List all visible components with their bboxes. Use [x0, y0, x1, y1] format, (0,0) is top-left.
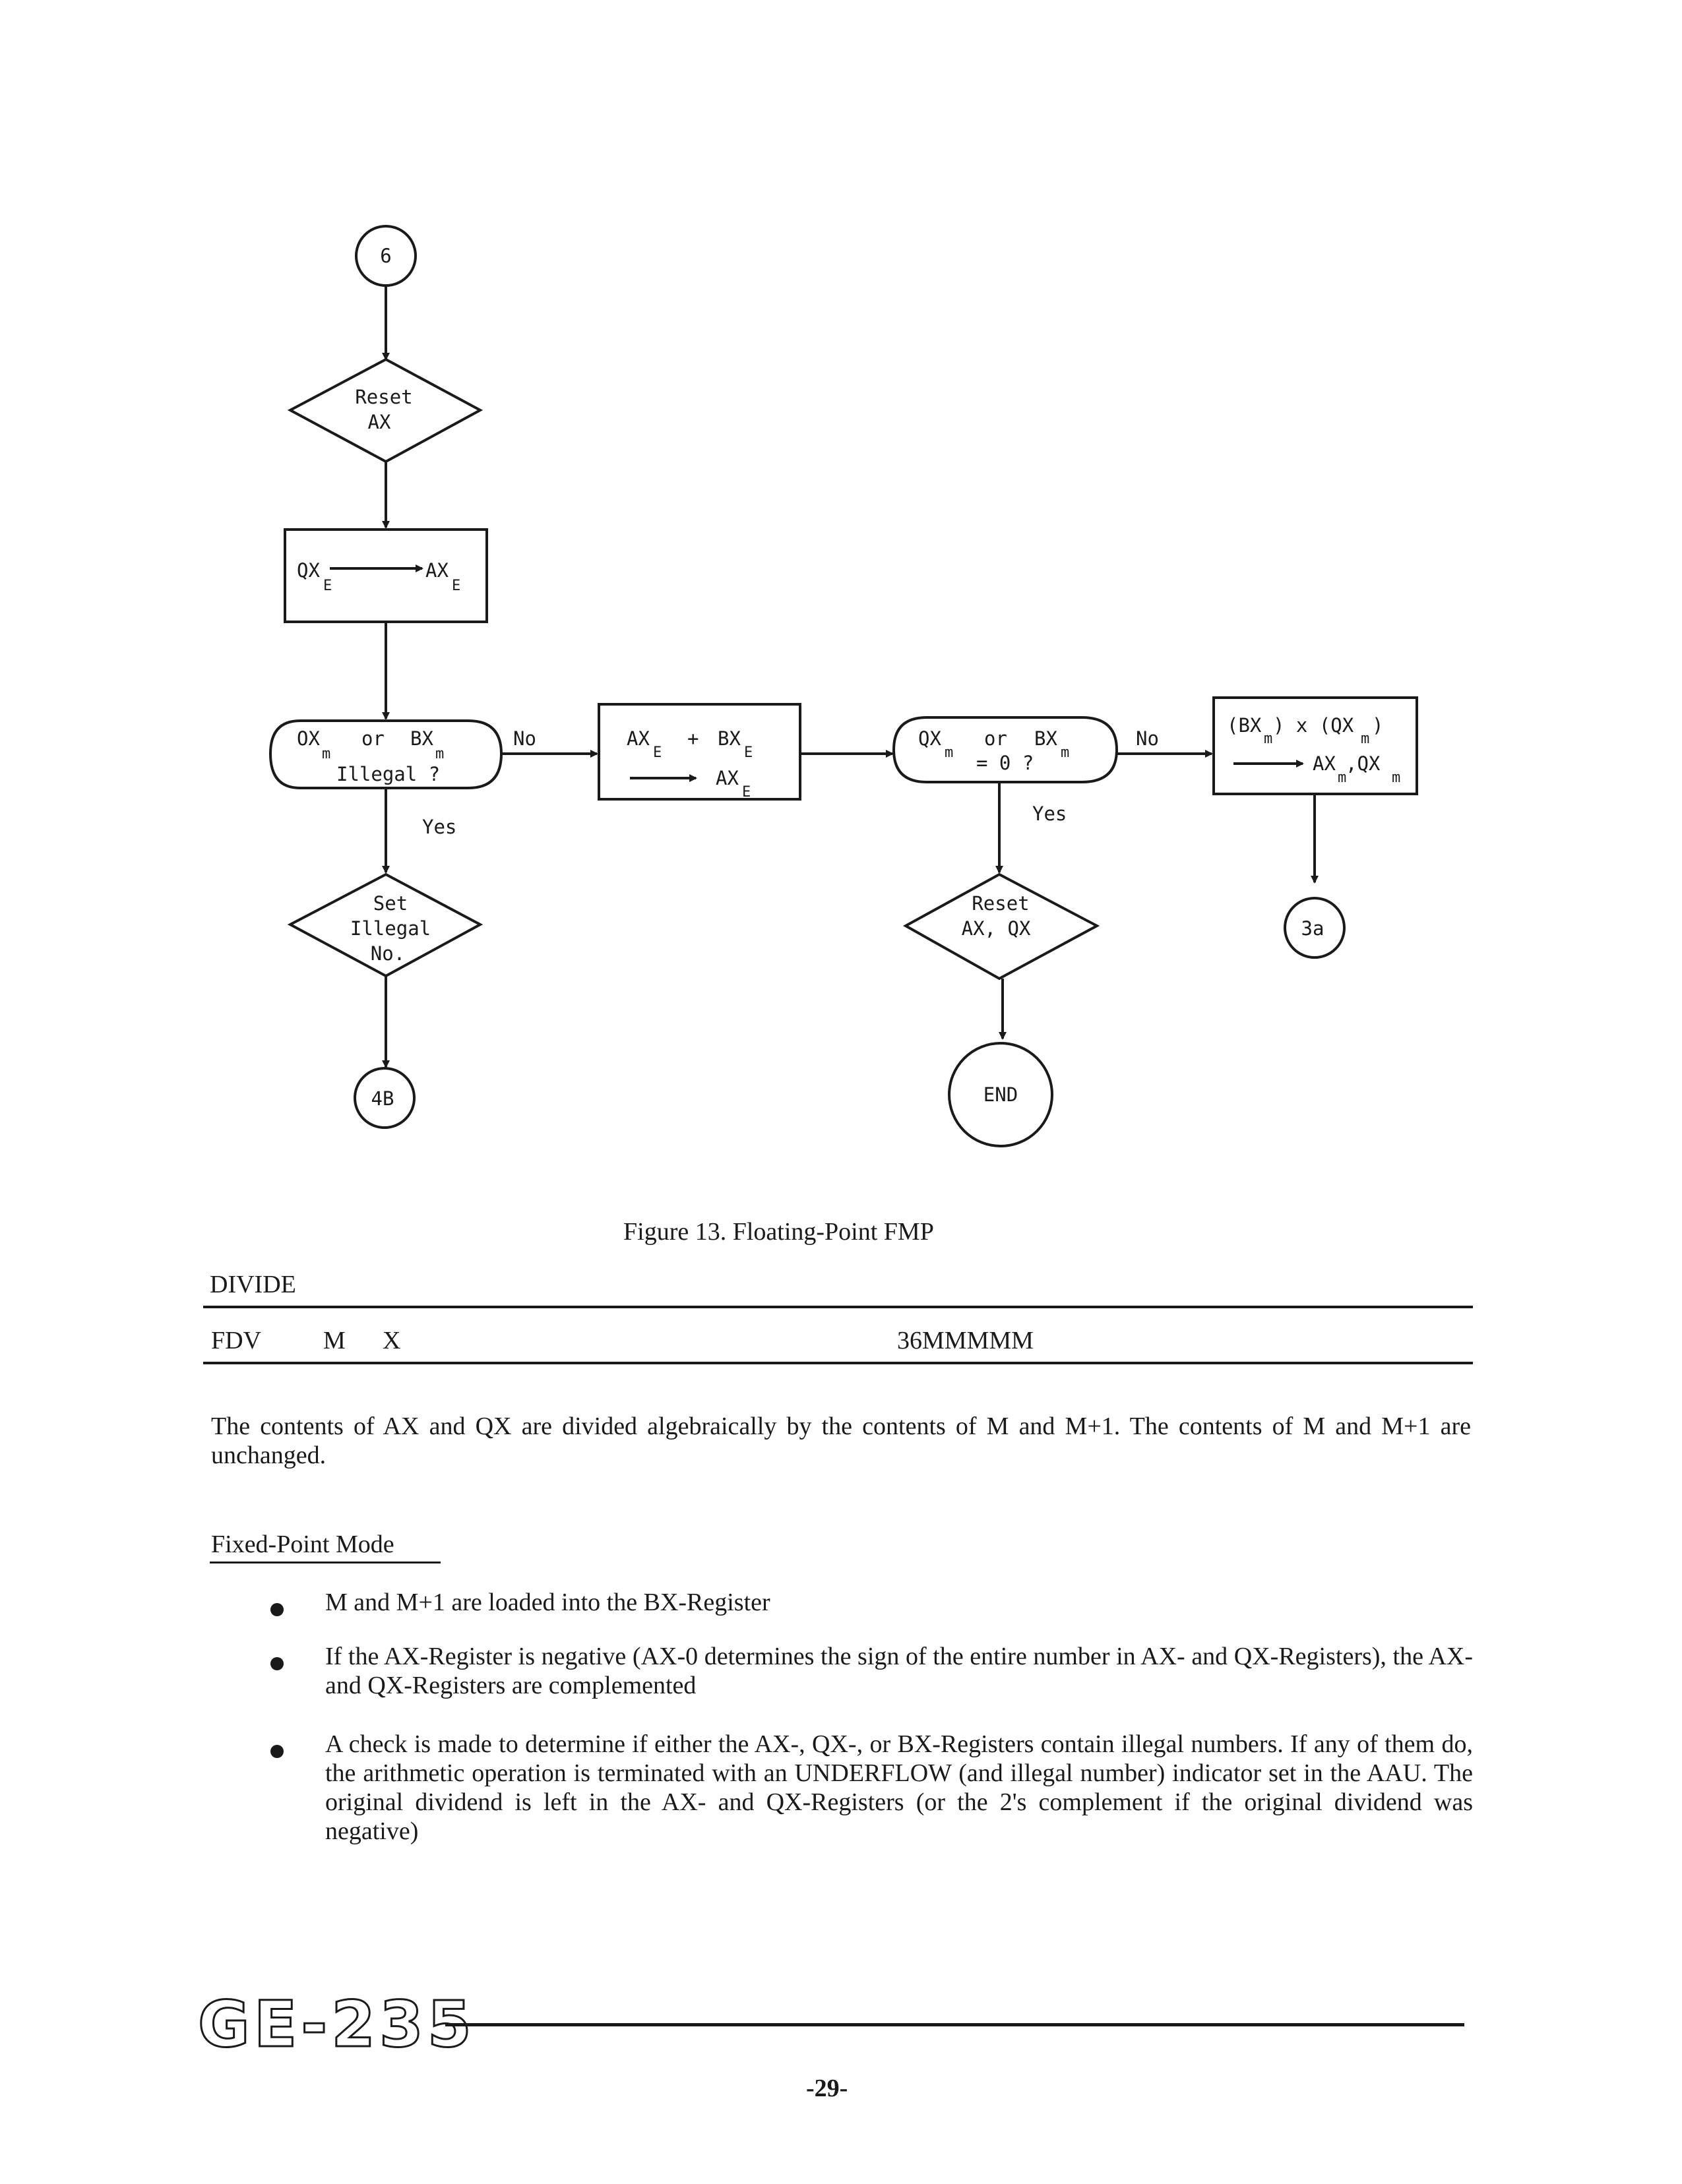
- footer-rule: [445, 2023, 1464, 2026]
- illegal-check-decision: [268, 719, 503, 789]
- illegal-check-bx-sub: m: [435, 746, 444, 762]
- exp-transfer-from: QX: [297, 559, 320, 582]
- bullet-dot-3: [270, 1745, 284, 1758]
- connector-4b-circle: [354, 1067, 416, 1129]
- zero-check-qx-sub: m: [945, 744, 953, 761]
- connector-3a-label: 3a: [1301, 917, 1324, 940]
- multiply-box: [1212, 696, 1418, 795]
- end-terminal-circle: [948, 1042, 1053, 1147]
- exp-transfer-to-sub: E: [452, 578, 460, 594]
- illegal-check-ox: OX: [297, 727, 320, 750]
- instruction-operand-x: X: [383, 1327, 401, 1354]
- reset-ax-line1: Reset: [355, 386, 412, 408]
- subsection-title: Fixed-Point Mode: [211, 1531, 394, 1558]
- zero-check-line2: = 0 ?: [976, 752, 1034, 774]
- reset-ax-qx-line2: AX, QX: [962, 917, 1031, 940]
- intro-paragraph: The contents of AX and QX are divided al…: [211, 1412, 1471, 1469]
- page-number: -29-: [806, 2075, 848, 2102]
- add-exp-result: AX: [716, 767, 739, 789]
- connector-6-label: 6: [380, 245, 391, 267]
- add-exp-b: BX: [718, 727, 741, 750]
- figure-caption: Figure 13. Floating-Point FMP: [623, 1218, 934, 1246]
- yes-label-2: Yes: [1032, 803, 1067, 825]
- set-illegal-line1: Set: [373, 892, 408, 915]
- zero-check-bx: BX: [1034, 727, 1057, 750]
- illegal-check-line2: Illegal ?: [336, 763, 440, 785]
- add-exponent-box: [598, 703, 801, 801]
- bullet-dot-2: [270, 1657, 284, 1670]
- bullet-dot-1: [270, 1603, 284, 1616]
- multiply-result-sub: m: [1338, 770, 1346, 786]
- end-label: END: [983, 1083, 1018, 1106]
- illegal-check-ox-sub: m: [322, 746, 330, 762]
- illegal-check-bx: BX: [410, 727, 433, 750]
- add-exp-a-sub: E: [653, 744, 662, 761]
- subsection-underline: [210, 1562, 441, 1563]
- flowchart-figure-13: 6 Reset AX QX E AX E OX m or BX m Illega…: [268, 225, 1418, 1147]
- exp-transfer-from-sub: E: [323, 578, 332, 594]
- multiply-comma: ,QX: [1346, 752, 1381, 775]
- bullet-text-2: If the AX-Register is negative (AX-0 det…: [325, 1643, 1473, 1699]
- add-exp-b-sub: E: [744, 744, 753, 761]
- zero-check-decision: [892, 716, 1119, 783]
- zero-check-bx-sub: m: [1061, 744, 1069, 761]
- connector-4b-label: 4B: [371, 1087, 394, 1110]
- bullet-text-1: M and M+1 are loaded into the BX-Registe…: [325, 1589, 770, 1616]
- zero-check-or: or: [984, 727, 1007, 750]
- top-rule: [203, 1306, 1473, 1308]
- multiply-result: AX: [1313, 752, 1336, 775]
- multiply-bx: (BX: [1227, 714, 1262, 737]
- illegal-check-or: or: [361, 727, 385, 750]
- no-label-1: No: [513, 727, 536, 750]
- reset-ax-qx-decision: [902, 872, 1100, 981]
- instruction-operand-m: M: [323, 1327, 346, 1354]
- yes-label-1: Yes: [422, 816, 456, 838]
- instruction-code: 36MMMMM: [897, 1327, 1034, 1354]
- multiply-bx-sub: m: [1264, 731, 1272, 747]
- no-label-2: No: [1136, 727, 1159, 750]
- bullet-text-3: A check is made to determine if either t…: [325, 1730, 1473, 1845]
- multiply-close: ): [1372, 714, 1383, 737]
- connector-3a-circle: [1284, 897, 1346, 959]
- multiply-qx-sub: m: [1361, 731, 1369, 747]
- add-exp-plus: +: [687, 727, 699, 750]
- bottom-rule: [203, 1362, 1473, 1364]
- add-exp-result-sub: E: [742, 784, 751, 801]
- section-title: DIVIDE: [210, 1271, 296, 1298]
- multiply-x: ) x (QX: [1273, 714, 1354, 737]
- add-exp-a: AX: [627, 727, 650, 750]
- ge-235-logo: GE-235: [197, 1987, 476, 2062]
- set-illegal-line3: No.: [371, 942, 405, 965]
- instruction-mnemonic: FDV: [211, 1327, 262, 1354]
- multiply-comma-sub: m: [1392, 770, 1400, 786]
- set-illegal-line2: Illegal: [350, 917, 431, 940]
- exp-transfer-to: AX: [425, 559, 449, 582]
- reset-ax-qx-line1: Reset: [972, 892, 1029, 915]
- reset-ax-line2: AX: [368, 411, 391, 433]
- zero-check-qx: QX: [918, 727, 941, 750]
